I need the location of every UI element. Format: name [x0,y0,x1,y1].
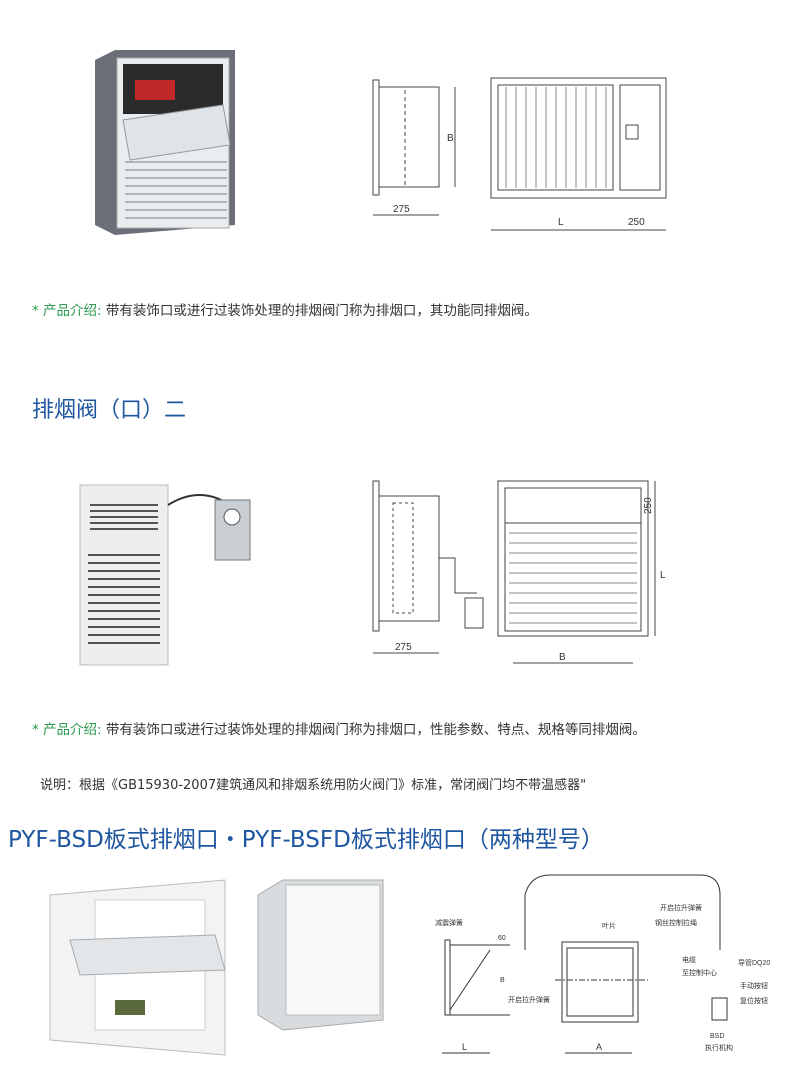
section-title-3: PYF-BSD板式排烟口・PYF-BSFD板式排烟口（两种型号） [8,827,604,853]
smoke-vent-photo-1 [95,50,235,235]
label-blade: 叶片 [602,921,616,930]
section-title-2: 排烟阀（口）二 [32,398,187,423]
label-cable: 电缆 [682,955,696,964]
intro-text: 带有装饰口或进行过装饰处理的排烟阀门称为排烟口，其功能同排烟阀。 [105,303,538,319]
smoke-vent-side-drawing-2: 275 [372,480,484,654]
smoke-vent-front-drawing-2: 250 L B [497,480,666,664]
product-intro-1: * 产品介绍: 带有装饰口或进行过装饰处理的排烟阀门称为排烟口，其功能同排烟阀。 [32,299,538,319]
label-manual-button: 手动按钮 [740,981,768,990]
dim-width-label: B [559,652,566,663]
label-open-spring: 开启拉升弹簧 [660,903,702,912]
dim-length-label: L [660,570,666,581]
standard-note: 说明：根据《GB15930-2007建筑通风和排烟系统用防火阀门》标准，常闭阀门… [40,778,587,793]
label-a: A [596,1042,602,1052]
label-open-spring-left: 开启拉升弹簧 [508,995,550,1004]
product-intro-2: * 产品介绍: 带有装饰口或进行过装饰处理的排烟阀门称为排烟口，性能参数、特点、… [32,718,646,738]
label-reset-button: 复位按钮 [740,996,768,1005]
smoke-vent-side-drawing-1: 275 B [372,79,456,216]
intro-text: 带有装饰口或进行过装饰处理的排烟阀门称为排烟口，性能参数、特点、规格等同排烟阀。 [105,722,646,738]
dim-box-label: 250 [643,497,654,514]
label-wire-cable: 钢丝控制拉绳 [655,918,697,927]
dim-box-label: 250 [628,217,645,228]
dim-length-label: L [558,217,564,228]
smoke-vent-front-drawing-1: L 250 [490,77,667,231]
label-bsd: BSD [710,1033,724,1040]
label-dim-60: 60 [498,935,506,942]
intro-label: * 产品介绍: [32,303,102,319]
bsd-vent-diagram: 减震弹簧 60 B 开启拉升弹簧 叶片 开启拉升弹簧 钢丝控制拉绳 电缆 至控制… [435,874,770,1054]
dim-depth-label: 275 [393,204,410,215]
label-l: L [462,1042,467,1052]
smoke-vent-photo-2 [79,484,251,666]
intro-label: * 产品介绍: [32,722,102,738]
dim-height-label: B [447,133,454,144]
label-conduit: 导管DQ20 [738,958,770,967]
label-damper-spring: 减震弹簧 [435,918,463,927]
dim-depth-label: 275 [395,642,412,653]
label-b: B [500,977,505,984]
bsd-vent-open-photo [49,879,226,1056]
label-to-control: 至控制中心 [682,968,717,977]
bsfd-vent-closed-photo [257,879,384,1031]
label-actuator: 执行机构 [705,1043,733,1052]
